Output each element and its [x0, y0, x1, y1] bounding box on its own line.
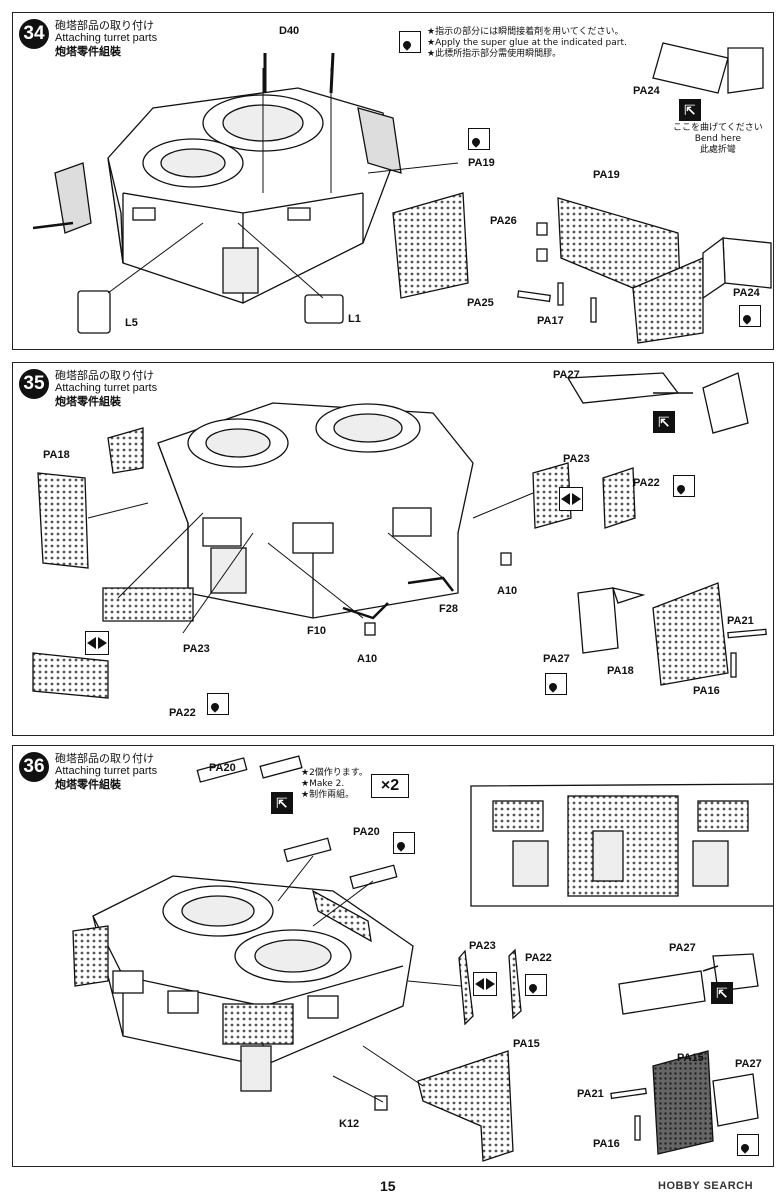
part-label: PA25 — [467, 297, 494, 309]
step-number: 36 — [19, 752, 49, 782]
turret-assembly-drawing-34 — [32, 42, 772, 344]
glue-icon — [739, 305, 761, 327]
part-label: PA15 — [513, 1038, 540, 1050]
step-35-header: 35 砲塔部品の取り付け Attaching turret parts 炮塔零件… — [19, 369, 157, 408]
bend-icon: ⇱ — [653, 411, 675, 433]
bend-note: ここを曲げてください Bend here 此處折彎 — [673, 123, 763, 155]
part-label: PA20 — [353, 826, 380, 838]
step-35-panel: 35 砲塔部品の取り付け Attaching turret parts 炮塔零件… — [12, 362, 774, 736]
part-label: PA22 — [525, 952, 552, 964]
part-label: PA27 — [735, 1058, 762, 1070]
flip-icon — [473, 972, 497, 996]
part-label: PA22 — [169, 707, 196, 719]
part-label: PA27 — [669, 942, 696, 954]
step-34-header: 34 砲塔部品の取り付け Attaching turret parts 炮塔零件… — [19, 19, 157, 58]
glue-icon — [525, 974, 547, 996]
watermark-logo: HOBBY SEARCH — [658, 1180, 754, 1192]
part-label: PA23 — [563, 453, 590, 465]
glue-icon — [737, 1134, 759, 1156]
glue-icon — [207, 693, 229, 715]
turret-assembly-drawing-35 — [32, 372, 767, 699]
part-label: PA24 — [733, 287, 760, 299]
bend-icon: ⇱ — [271, 792, 293, 814]
part-label: PA17 — [537, 315, 564, 327]
glue-icon — [673, 475, 695, 497]
glue-icon — [468, 128, 490, 150]
step-34-panel: 34 砲塔部品の取り付け Attaching turret parts 炮塔零件… — [12, 12, 774, 350]
part-label: PA21 — [577, 1088, 604, 1100]
part-label: A10 — [357, 653, 378, 665]
step-title-en: Attaching turret parts — [55, 765, 158, 777]
part-label: PA24 — [633, 85, 660, 97]
page-number: 15 — [380, 1178, 396, 1194]
step-36-panel: 36 砲塔部品の取り付け Attaching turret parts 炮塔零件… — [12, 745, 774, 1167]
part-label: PA21 — [727, 615, 754, 627]
flip-icon — [559, 487, 583, 511]
part-label: PA16 — [593, 1138, 620, 1150]
part-label: K12 — [339, 1118, 360, 1130]
flip-icon — [85, 631, 109, 655]
glue-icon — [399, 31, 421, 53]
step-title-jp: 砲塔部品の取り付け — [55, 369, 154, 382]
step-number: 35 — [19, 369, 49, 399]
step-title-cn: 炮塔零件組裝 — [55, 45, 121, 58]
turret-assembly-drawing-36 — [72, 755, 773, 1162]
part-label: PA15 — [677, 1052, 704, 1064]
part-label: L1 — [348, 313, 361, 325]
part-label: PA23 — [469, 940, 496, 952]
make-two-note: ★2個作ります。 ★Make 2. ★制作兩組。 — [301, 768, 368, 800]
step-title-jp: 砲塔部品の取り付け — [55, 19, 154, 32]
part-label: PA26 — [490, 215, 517, 227]
step-title-en: Attaching turret parts — [55, 32, 158, 44]
part-label: PA18 — [43, 449, 70, 461]
quantity-badge: ×2 — [371, 774, 409, 798]
part-label: PA22 — [633, 477, 660, 489]
glue-note: ★指示の部分には瞬間接着剤を用いてください。 ★Apply the super … — [427, 27, 627, 59]
part-label: A10 — [497, 585, 518, 597]
part-label: PA19 — [468, 157, 495, 169]
part-label: PA23 — [183, 643, 210, 655]
step-title-cn: 炮塔零件組裝 — [55, 778, 121, 791]
bend-icon: ⇱ — [679, 99, 701, 121]
step-title-jp: 砲塔部品の取り付け — [55, 752, 154, 765]
part-label: L5 — [125, 317, 138, 329]
step-title-en: Attaching turret parts — [55, 382, 158, 394]
bend-icon: ⇱ — [711, 982, 733, 1004]
part-label: PA27 — [553, 369, 580, 381]
part-label: F10 — [307, 625, 326, 637]
part-label: F28 — [439, 603, 458, 615]
glue-icon — [545, 673, 567, 695]
part-label: PA27 — [543, 653, 570, 665]
part-label: PA20 — [209, 762, 236, 774]
step-title-cn: 炮塔零件組裝 — [55, 395, 121, 408]
step-36-header: 36 砲塔部品の取り付け Attaching turret parts 炮塔零件… — [19, 752, 157, 791]
glue-icon — [393, 832, 415, 854]
part-label: PA16 — [693, 685, 720, 697]
step-number: 34 — [19, 19, 49, 49]
part-label: PA18 — [607, 665, 634, 677]
part-label: D40 — [279, 25, 300, 37]
part-label: PA19 — [593, 169, 620, 181]
